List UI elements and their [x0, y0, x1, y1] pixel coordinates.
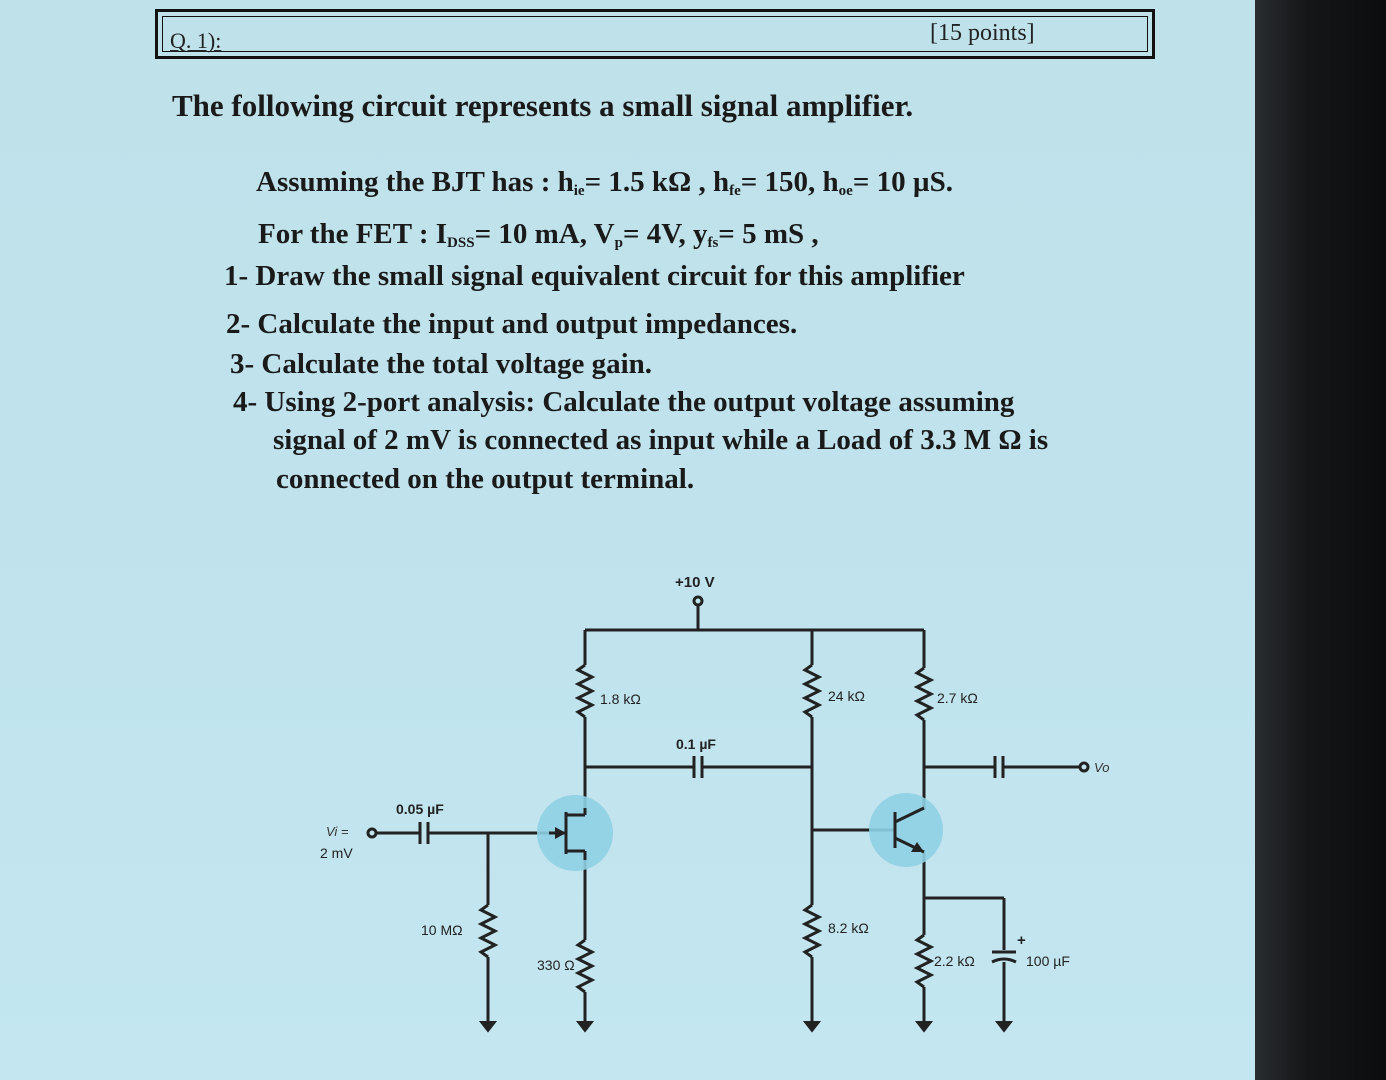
input-terminal	[366, 827, 378, 839]
supply-terminal	[692, 595, 704, 607]
cin-label: 0.05 µF	[396, 801, 444, 817]
output-terminal	[1078, 761, 1090, 773]
bjt-params: Assuming the BJT has : hie= 1.5 kΩ , hfe…	[256, 166, 953, 199]
monitor-bezel	[1255, 0, 1386, 1080]
question-header-box	[155, 9, 1155, 59]
vo-label: Vo	[1094, 760, 1109, 775]
task-1: 1- Draw the small signal equivalent circ…	[224, 260, 965, 292]
r2-label: 8.2 kΩ	[828, 920, 869, 936]
rc-label: 2.7 kΩ	[937, 690, 978, 706]
vi-label: Vi =	[326, 824, 349, 839]
ground-symbols	[478, 1021, 1014, 1033]
bjt-emitter-arrow	[911, 842, 924, 852]
r1-resistor	[801, 663, 823, 719]
ce-plate-2	[991, 957, 1017, 964]
task-4-cont-2: connected on the output terminal.	[276, 463, 695, 495]
rc-resistor	[913, 666, 935, 722]
re-resistor	[913, 933, 935, 989]
vi-value: 2 mV	[320, 845, 353, 861]
rs-label: 330 Ω	[537, 957, 575, 973]
task-4: 4- Using 2-port analysis: Calculate the …	[233, 386, 1015, 418]
ce-label: 100 µF	[1026, 953, 1070, 969]
task-2: 2- Calculate the input and output impeda…	[226, 308, 798, 340]
amplifier-circuit-diagram: +10 V 1.8 kΩ 0.1 µF 24 kΩ 2.7 kΩ Vo 0.05…	[320, 574, 1110, 1033]
re-label: 2.2 kΩ	[934, 953, 975, 969]
rg-label: 10 MΩ	[421, 922, 463, 938]
intro-text: The following circuit represents a small…	[172, 88, 914, 123]
r1-label: 24 kΩ	[828, 688, 865, 704]
monitor-screen	[0, 0, 1255, 1080]
r2-resistor	[801, 903, 823, 959]
ce-plus: +	[1017, 932, 1026, 949]
task-3: 3- Calculate the total voltage gain.	[230, 348, 653, 380]
rs-resistor	[574, 938, 596, 994]
rg-resistor	[477, 903, 499, 959]
fet-highlight	[537, 795, 613, 871]
rd-label: 1.8 kΩ	[600, 691, 641, 707]
task-4-cont-1: signal of 2 mV is connected as input whi…	[273, 424, 1049, 456]
fet-params: For the FET : IDSS= 10 mA, Vp= 4V, yfs= …	[258, 218, 819, 251]
coupling-cap-label: 0.1 µF	[676, 736, 716, 752]
bjt-highlight	[869, 793, 943, 867]
question-number: Q. 1):	[170, 28, 222, 53]
supply-label: +10 V	[675, 574, 715, 591]
fet-gate-arrow	[555, 827, 566, 839]
rd-resistor	[574, 663, 596, 719]
question-header-inner-border	[162, 16, 1148, 52]
points-label: [15 points]	[930, 20, 1035, 46]
